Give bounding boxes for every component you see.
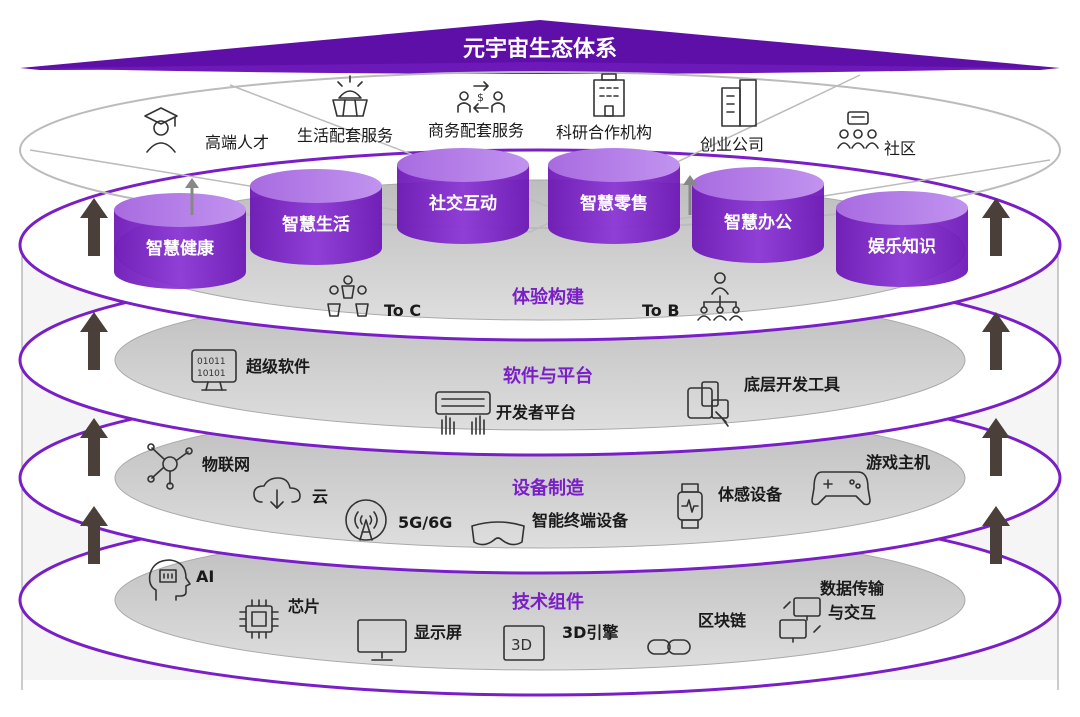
- graduate-icon: [144, 107, 178, 153]
- up-arrow: [982, 198, 1010, 256]
- device-items: 物联网 云 5G/6G 智能终端设备 体感设备 游戏主机: [147, 443, 930, 546]
- up-arrow: [80, 198, 108, 256]
- consumers-icon: [327, 275, 369, 317]
- motion-sensing-label: 体感设备: [718, 485, 783, 504]
- exchange-icon: $: [457, 81, 505, 113]
- node-label-life-services: 生活配套服务: [297, 126, 393, 145]
- cylinder-1: 智慧健康: [114, 193, 246, 289]
- cylinder-5: 智慧办公: [692, 167, 824, 263]
- node-label-business-services: 商务配套服务: [428, 121, 524, 140]
- to-c-label: To C: [384, 301, 421, 320]
- up-arrow: [982, 312, 1010, 370]
- svg-text:$: $: [477, 91, 484, 104]
- 3d-engine-label: 3D引擎: [562, 623, 619, 642]
- 5g6g-label: 5G/6G: [398, 513, 452, 532]
- iot-label: 物联网: [202, 455, 250, 474]
- cylinder-label: 智慧零售: [580, 193, 648, 214]
- 3d-icon: 3D: [503, 625, 545, 661]
- cylinder-arrows: [185, 175, 697, 215]
- title-banner: 元宇宙生态体系: [20, 20, 1060, 74]
- experience-items: To C To B: [327, 272, 743, 321]
- cylinder-4: 智慧零售: [548, 148, 680, 244]
- up-arrow: [80, 418, 108, 476]
- vr-goggles-icon: [471, 521, 525, 546]
- layer-title-tech: 技术组件: [512, 591, 584, 613]
- org-chart-icon: [697, 272, 743, 321]
- base-dev-tools-label: 底层开发工具: [744, 375, 840, 394]
- side-arrows: [80, 198, 1010, 564]
- cylinder-3: 社交互动: [397, 148, 529, 244]
- keyboard-hands-icon: [435, 391, 491, 435]
- cylinder-label: 智慧健康: [146, 238, 215, 259]
- up-arrow: [982, 506, 1010, 564]
- cloud-label: 云: [312, 487, 328, 506]
- cylinder-label: 娱乐知识: [868, 236, 936, 257]
- smart-terminal-label: 智能终端设备: [532, 511, 629, 530]
- layer-title-device: 设备制造: [512, 477, 584, 499]
- office-icon: [721, 79, 757, 127]
- community-icon: [837, 111, 879, 149]
- layer-title-experience: 体验构建: [512, 286, 584, 308]
- monitor-icon: [357, 619, 407, 661]
- cylinder-2: 智慧生活: [250, 169, 382, 265]
- node-label-community: 社区: [884, 139, 916, 158]
- blockchain-label: 区块链: [698, 611, 747, 630]
- interaction-label: 与交互: [828, 603, 876, 622]
- cylinder-label: 智慧生活: [282, 214, 350, 235]
- top-nodes: 高端人才 生活配套服务 $ 商务配套服务 科研合作机构 创业: [144, 73, 916, 158]
- software-items: 01011 10101 超级软件 开发者平台 底层开发工具: [191, 349, 840, 435]
- tech-items: AI 芯片 显示屏 3D 3D引擎 区块链 数据传输 与交互: [148, 559, 885, 661]
- chain-icon: [647, 639, 691, 655]
- super-software-label: 超级软件: [245, 357, 310, 376]
- gamepad-icon: [811, 471, 871, 506]
- game-console-label: 游戏主机: [866, 453, 930, 472]
- data-transfer-icon: [779, 597, 821, 643]
- dev-tools-icon: [687, 381, 729, 427]
- network-icon: [147, 443, 193, 490]
- node-label-research: 科研合作机构: [556, 123, 652, 142]
- cylinder-label: 智慧办公: [724, 212, 792, 233]
- diagram-title: 元宇宙生态体系: [463, 36, 617, 62]
- sunrise-icon: [332, 75, 368, 117]
- ai-label: AI: [196, 567, 214, 586]
- cylinder-label: 社交互动: [428, 193, 497, 214]
- svg-text:01011: 01011: [197, 357, 226, 367]
- display-label: 显示屏: [414, 623, 462, 642]
- node-label-talent: 高端人才: [205, 133, 269, 152]
- svg-text:3D: 3D: [511, 636, 532, 654]
- cloud-icon: [253, 477, 301, 509]
- layer-title-software: 软件与平台: [503, 365, 593, 387]
- building-icon: [593, 73, 625, 117]
- dev-platform-label: 开发者平台: [496, 403, 576, 422]
- up-arrow: [80, 312, 108, 370]
- chip-icon: [239, 599, 279, 639]
- antenna-icon: [345, 499, 387, 541]
- smartwatch-icon: [677, 483, 703, 529]
- up-arrow: [982, 418, 1010, 476]
- chip-label: 芯片: [288, 597, 320, 616]
- ai-head-icon: [148, 559, 191, 601]
- to-b-label: To B: [642, 301, 680, 320]
- binary-screen-icon: 01011 10101: [191, 349, 237, 391]
- svg-text:10101: 10101: [197, 369, 226, 379]
- up-arrow: [80, 506, 108, 564]
- node-label-startups: 创业公司: [700, 135, 764, 154]
- data-transfer-label: 数据传输: [820, 579, 885, 598]
- cylinder-6: 娱乐知识: [836, 191, 968, 287]
